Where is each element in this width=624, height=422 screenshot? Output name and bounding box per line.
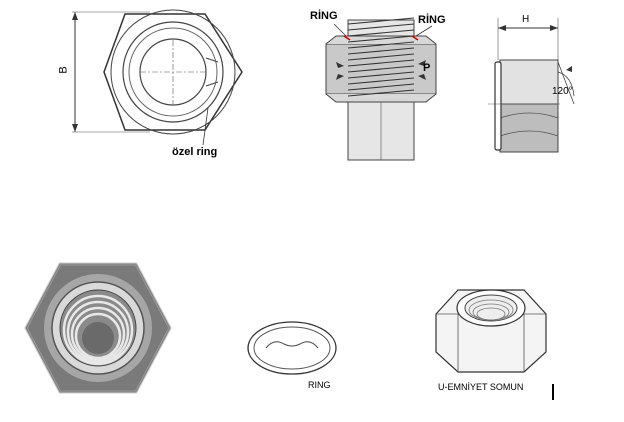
u-lock-nut-caption: U-EMNİYET SOMUN [438, 382, 524, 392]
lock-nut-photo [22, 258, 172, 398]
pitch-p-label: P [423, 62, 431, 74]
nut-side-view-drawing: H 120° [480, 0, 620, 170]
ring-drawing: RING [244, 318, 344, 398]
nut-on-bolt-section: RİNG RİNG P [296, 0, 466, 170]
dimension-b-label: B [57, 66, 70, 74]
nut-top-view-drawing: B özel ring [0, 0, 260, 170]
ring-right-label: RİNG [418, 14, 446, 26]
ring-caption: RING [308, 380, 331, 390]
u-lock-nut-drawing: U-EMNİYET SOMUN [428, 274, 558, 404]
ring-left-label: RİNG [310, 10, 338, 22]
dimension-h-label: H [522, 14, 530, 25]
special-ring-label: özel ring [172, 146, 218, 158]
angle-label: 120° [552, 86, 573, 97]
vertical-mark [552, 384, 554, 400]
